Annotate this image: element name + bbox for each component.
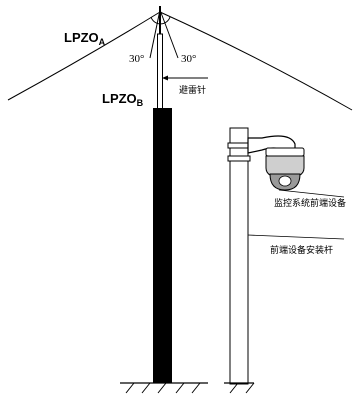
zone-label-lower-main: LPZO	[102, 91, 137, 106]
angle-label-right: 30°	[181, 53, 196, 65]
mounting-pole-label: 前端设备安装杆	[270, 244, 333, 256]
ground-hatch-stroke	[175, 382, 185, 394]
camera-lens	[278, 175, 292, 187]
zone-label-upper-main: LPZO	[64, 30, 99, 45]
mounting-pole-leader	[247, 234, 345, 240]
protection-zone-boundary-left	[7, 11, 161, 101]
camera-device-label: 监控系统前端设备	[274, 197, 346, 209]
lightning-rod-label: 避雷针	[179, 84, 206, 96]
pole-clamp-upper	[227, 142, 251, 149]
protection-zone-boundary-right	[159, 11, 353, 111]
ground-hatch-stroke	[191, 382, 201, 394]
ground-hatching	[125, 382, 255, 394]
angle-line-left	[149, 9, 161, 59]
ground-hatch-stroke	[125, 382, 135, 394]
angle-label-left: 30°	[129, 53, 144, 65]
lightning-rod-pole	[153, 108, 172, 383]
mounting-pole	[229, 127, 249, 385]
pole-clamp-lower	[227, 155, 251, 162]
ground-hatch-stroke	[245, 382, 255, 394]
ground-hatch-stroke	[157, 382, 167, 394]
lightning-rod-upper	[157, 33, 163, 111]
zone-label-upper-sub: A	[99, 37, 106, 47]
zone-label-lower-sub: B	[137, 98, 144, 108]
zone-label-upper: LPZOA	[64, 30, 106, 47]
ground-hatch-stroke	[229, 382, 239, 394]
camera-housing-top	[265, 147, 305, 157]
lightning-rod-leader-arrow	[162, 75, 168, 81]
ground-hatch-stroke	[141, 382, 151, 394]
angle-line-right	[159, 9, 179, 59]
camera-leader	[278, 189, 345, 198]
zone-label-lower: LPZOB	[102, 91, 144, 108]
